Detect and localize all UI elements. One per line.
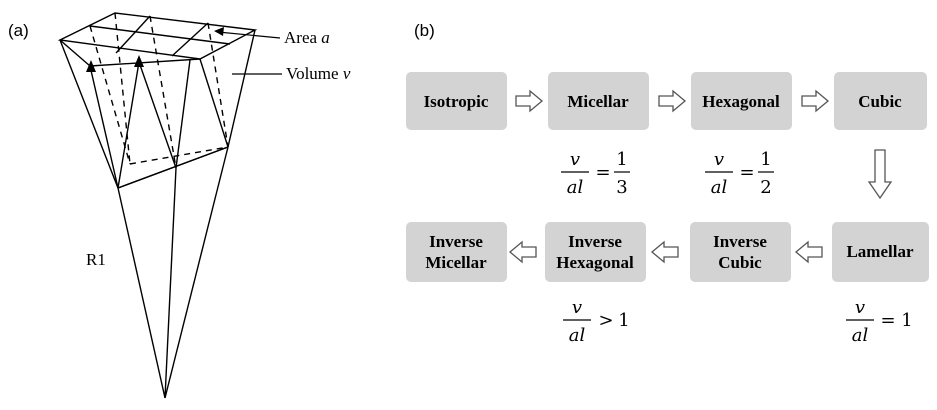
- svg-text:Lamellar: Lamellar: [846, 242, 913, 261]
- svg-text:1: 1: [901, 310, 912, 331]
- area-callout: Area a: [214, 27, 330, 47]
- svg-text:v: v: [855, 297, 865, 318]
- phase-box-inverse-micellar: Inverse Micellar: [406, 222, 507, 282]
- ratio-hexagonal: v al = 1 2: [705, 149, 774, 198]
- ratio-inverse-hexagonal: v al > 1: [563, 297, 630, 346]
- phase-box-micellar: Micellar: [548, 72, 649, 130]
- svg-text:Inverse: Inverse: [429, 232, 483, 251]
- svg-text:Cubic: Cubic: [718, 253, 762, 272]
- phase-box-inverse-hexagonal: Inverse Hexagonal: [545, 222, 646, 282]
- ratio-micellar: v al = 1 3: [561, 149, 630, 198]
- svg-text:Hexagonal: Hexagonal: [556, 253, 634, 272]
- svg-text:=: =: [739, 162, 754, 183]
- arrow-left-1: [508, 240, 537, 264]
- phase-box-cubic: Cubic: [834, 72, 927, 130]
- ratio-lamellar: v al = 1: [846, 297, 913, 346]
- arrow-left-3: [794, 240, 823, 264]
- surfactant-cone-drawing: [57, 12, 258, 399]
- area-label: Area a: [284, 28, 330, 47]
- svg-text:Inverse: Inverse: [713, 232, 767, 251]
- radius-label: R1: [86, 250, 106, 269]
- phase-box-hexagonal: Hexagonal: [691, 72, 792, 130]
- svg-text:Cubic: Cubic: [858, 92, 902, 111]
- svg-text:=: =: [880, 310, 895, 331]
- arrow-right-1: [515, 89, 544, 113]
- volume-label: Volume v: [286, 64, 351, 83]
- svg-text:v: v: [714, 149, 724, 170]
- arrow-down: [867, 149, 893, 200]
- svg-text:Micellar: Micellar: [567, 92, 629, 111]
- svg-text:Isotropic: Isotropic: [424, 92, 489, 111]
- svg-text:1: 1: [760, 149, 771, 170]
- svg-text:Micellar: Micellar: [425, 253, 487, 272]
- svg-text:1: 1: [618, 310, 629, 331]
- top-face-area: [57, 12, 258, 60]
- arrow-right-3: [801, 89, 830, 113]
- svg-text:1: 1: [616, 149, 627, 170]
- svg-text:al: al: [569, 325, 586, 346]
- svg-text:>: >: [598, 310, 613, 331]
- arrow-right-2: [658, 89, 687, 113]
- panel-b-tag: (b): [414, 21, 435, 40]
- arrow-left-2: [650, 240, 679, 264]
- phase-box-lamellar: Lamellar: [832, 222, 929, 282]
- svg-text:v: v: [570, 149, 580, 170]
- svg-text:2: 2: [760, 177, 771, 198]
- phase-box-isotropic: Isotropic: [406, 72, 507, 130]
- svg-text:=: =: [595, 162, 610, 183]
- svg-text:Inverse: Inverse: [568, 232, 622, 251]
- svg-text:Hexagonal: Hexagonal: [702, 92, 780, 111]
- volume-callout: Volume v: [232, 64, 351, 83]
- svg-text:v: v: [572, 297, 582, 318]
- svg-text:al: al: [711, 177, 728, 198]
- phase-box-inverse-cubic: Inverse Cubic: [690, 222, 791, 282]
- panel-a-tag: (a): [8, 21, 29, 40]
- svg-text:3: 3: [616, 177, 627, 198]
- svg-text:al: al: [567, 177, 584, 198]
- svg-text:al: al: [852, 325, 869, 346]
